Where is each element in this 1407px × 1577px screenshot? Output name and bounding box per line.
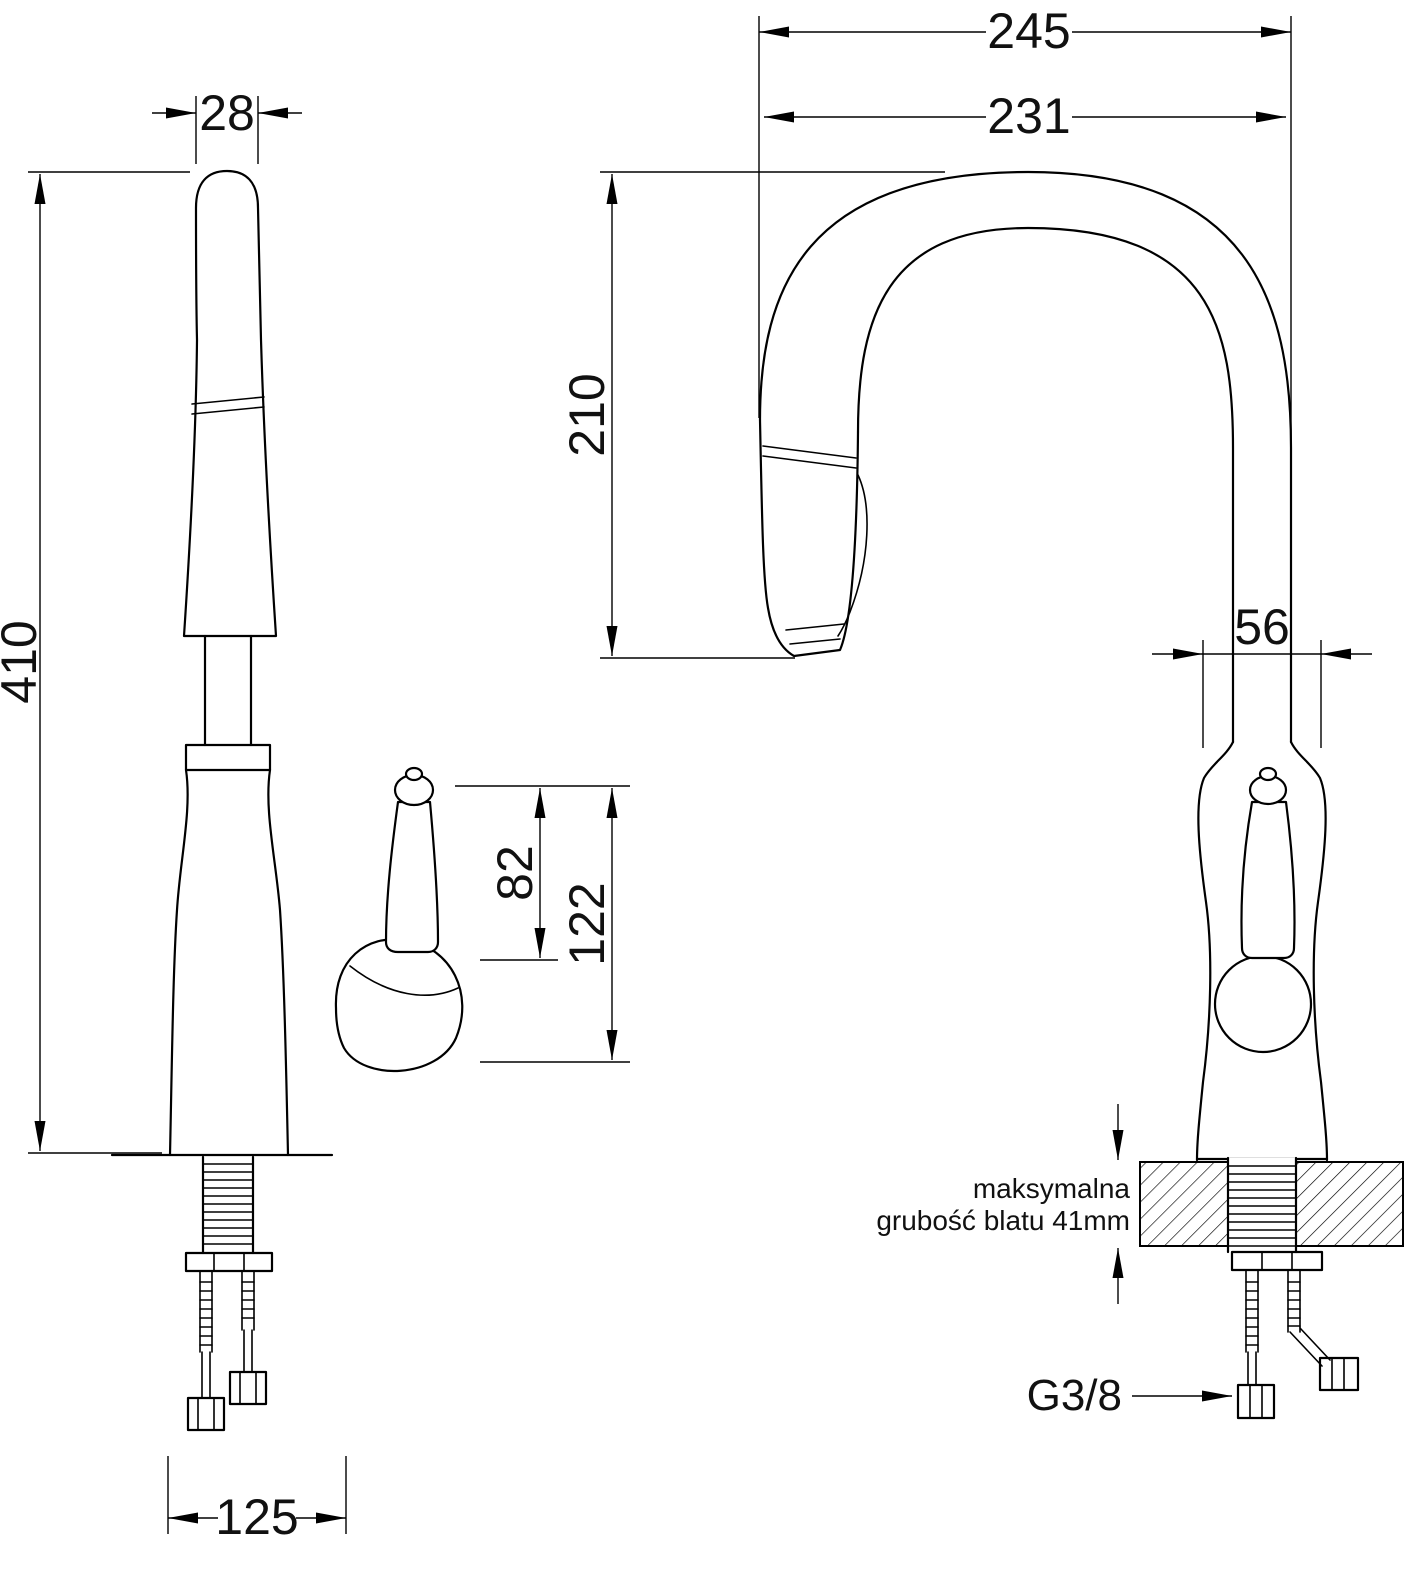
dim-overall-depth-label: 245 [987, 3, 1070, 59]
stud-b-threads [1287, 1281, 1301, 1327]
mounting-hardware [1230, 1250, 1360, 1420]
gooseneck-inner [856, 226, 1235, 744]
spray-head-seam [191, 396, 265, 415]
dim-lever-height-label: 82 [487, 845, 543, 901]
dim-spout-reach: 231 [764, 88, 1286, 144]
shank-threads [1227, 1165, 1297, 1247]
extension-line [758, 16, 1292, 450]
mounting-bracket [184, 1251, 274, 1273]
dim-lever-total: 122 [480, 788, 630, 1063]
nut-b-facets [239, 1371, 257, 1405]
dim-spout-height-label: 210 [559, 373, 615, 456]
nut-a-facets [197, 1397, 215, 1431]
dim-total-height: 410 [0, 171, 190, 1154]
hose-b [243, 1329, 253, 1373]
nut-b-facets [1331, 1357, 1345, 1391]
counter-note-line1: maksymalna [973, 1173, 1131, 1204]
mounting-shank [201, 1155, 255, 1255]
handle-lever-stem [1240, 800, 1296, 960]
nut-a-facets [1249, 1384, 1263, 1419]
left-view: 28 410 82 122 125 [0, 85, 630, 1545]
shank-threads [202, 1163, 254, 1245]
extension-line [28, 171, 190, 1154]
aerator-lines [785, 623, 845, 645]
extension-line [195, 96, 259, 164]
bracket-notches [1261, 1251, 1293, 1271]
pullout-head-seam [762, 445, 857, 469]
counter-note-line2: grubość blatu 41mm [876, 1205, 1130, 1236]
body-outline-left-edge [1195, 740, 1235, 1162]
nut-b [228, 1370, 268, 1406]
right-view: maksymalna grubość blatu 41mm 245 [559, 3, 1404, 1420]
dim-base-width: 56 [1152, 599, 1372, 748]
pullout-trigger [837, 474, 868, 637]
thread-label: G3/8 [1027, 1371, 1122, 1420]
dim-lever-height: 82 [455, 785, 630, 961]
handle-lever-nub [1258, 766, 1278, 782]
mounting-bracket [1230, 1250, 1324, 1272]
hose-a [201, 1351, 211, 1399]
counter-thickness-callout: maksymalna grubość blatu 41mm [876, 1104, 1130, 1304]
dim-overall-depth: 245 [758, 3, 1292, 450]
dim-head-width: 28 [152, 85, 302, 164]
nut-a [186, 1396, 226, 1432]
stud-a-threads [199, 1281, 213, 1346]
bracket-notches [213, 1252, 245, 1272]
extension-line [1202, 640, 1322, 748]
nut-b [1318, 1356, 1360, 1392]
stud-b-threads [241, 1281, 255, 1319]
body-outline-right-edge [1289, 740, 1329, 1162]
handle-lever-nub [404, 766, 424, 782]
spray-head-outline [182, 169, 278, 638]
stud-a [1245, 1269, 1259, 1353]
dim-head-width-label: 28 [199, 85, 255, 141]
nut-a [1236, 1383, 1276, 1420]
stud-a [199, 1270, 213, 1353]
handle-housing-seam [349, 965, 459, 996]
handle-housing [334, 938, 464, 1073]
dim-total-height-label: 410 [0, 620, 47, 703]
dim-spout-height: 210 [559, 171, 945, 659]
dim-base-footprint: 125 [167, 1456, 347, 1545]
extension-line [455, 785, 630, 961]
dim-base-footprint-label: 125 [215, 1489, 298, 1545]
gooseneck-outer [758, 170, 1293, 744]
stud-a-threads [1245, 1281, 1259, 1346]
neck-cylinder [203, 634, 253, 747]
dim-spout-reach-label: 231 [987, 88, 1070, 144]
dim-base-width-label: 56 [1234, 599, 1290, 655]
handle-pivot-cap [1213, 954, 1313, 1054]
dim-lever-total-label: 122 [559, 882, 615, 965]
extension-line [600, 171, 945, 659]
body-outline-left-edge [168, 768, 189, 1157]
stud-b [1287, 1269, 1301, 1333]
body-outline-right-edge [267, 768, 290, 1157]
mounting-hardware [184, 1251, 274, 1432]
hose-b [1289, 1327, 1331, 1367]
handle-lever-stem [384, 800, 440, 954]
body-collar [184, 743, 272, 772]
hose-a [1247, 1351, 1257, 1386]
thread-callout: G3/8 [1027, 1371, 1232, 1420]
pullout-head-outline [758, 418, 860, 658]
